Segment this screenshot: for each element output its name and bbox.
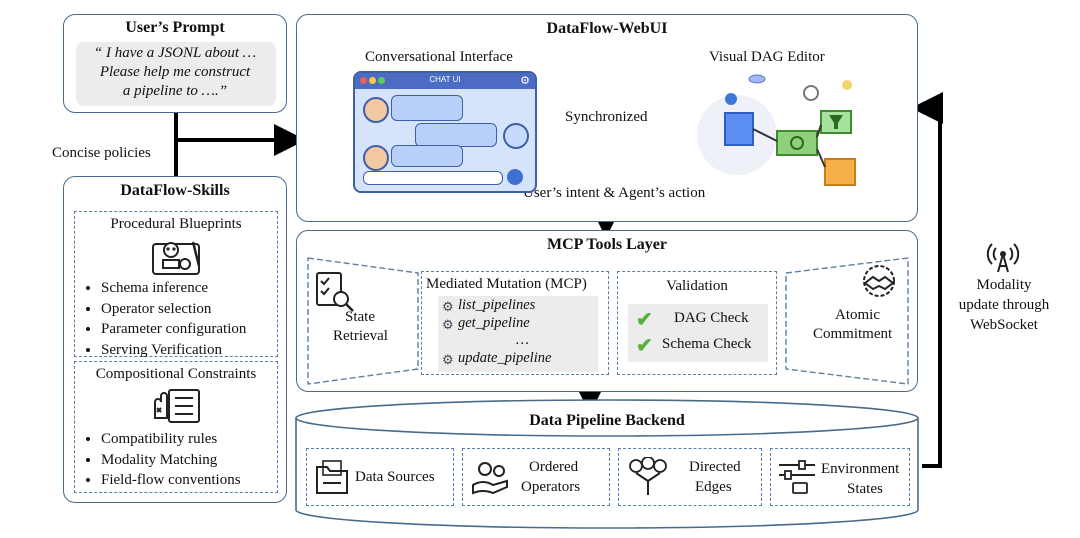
mcp-tools-layer-panel: MCP Tools Layer State Retrieval Mediated…: [296, 230, 918, 392]
backend-item-label: Environment: [821, 461, 900, 477]
tool-update-pipeline: update_pipeline: [458, 350, 552, 366]
backend-item-label: States: [847, 481, 883, 497]
compositional-constraints-title: Compositional Constraints: [95, 366, 257, 382]
intent-action-label: User’s intent & Agent’s action: [523, 185, 706, 201]
backend-item-environment-states: Environment States: [770, 448, 910, 506]
backend-title: Data Pipeline Backend: [529, 412, 685, 429]
user-avatar-icon: [363, 145, 389, 171]
state-retrieval-outline: [307, 257, 419, 385]
abc-edges-icon: [629, 457, 667, 495]
blueprint-item: Operator selection: [101, 299, 246, 320]
check-icon: ✔: [636, 335, 653, 357]
blueprint-item: Serving Verification: [101, 340, 246, 361]
window-min-dot-icon: [369, 77, 376, 84]
concise-policies-label: Concise policies: [52, 145, 151, 161]
backend-item-data-sources: Data Sources: [306, 448, 454, 506]
constraints-checklist-icon: [154, 389, 200, 423]
atomic-commitment-outline: [785, 257, 909, 385]
blueprint-item: Schema inference: [101, 278, 246, 299]
dag-editor-label: Visual DAG Editor: [709, 49, 825, 65]
tools-list-bg: [438, 296, 598, 372]
broadcast-antenna-icon: [986, 243, 1020, 273]
user-message-bubble: [391, 95, 463, 121]
dag-check-label: DAG Check: [674, 310, 749, 326]
backend-item-label: Operators: [521, 479, 581, 495]
backend-item-label: Data Sources: [355, 469, 435, 485]
state-retrieval-line-1: State: [345, 309, 375, 325]
tool-list-pipelines: list_pipelines: [458, 297, 536, 313]
chat-ui-titlebar: [355, 73, 535, 89]
procedural-blueprints-title: Procedural Blueprints: [110, 216, 242, 232]
handshake-gear-icon: [863, 265, 895, 297]
user-message-bubble: [391, 145, 463, 167]
dag-graph-illustration: [697, 74, 856, 186]
synchronized-label: Synchronized: [565, 109, 648, 125]
websocket-line-3: WebSocket: [970, 317, 1038, 333]
prompt-line-3: a pipeline to ….”: [122, 83, 228, 99]
wand-icon: ⚙: [442, 317, 454, 332]
constraint-item: Compatibility rules: [101, 429, 241, 450]
blueprints-list: Schema inference Operator selection Para…: [83, 278, 246, 360]
mcp-title: MCP Tools Layer: [546, 236, 667, 253]
atomic-line-1: Atomic: [835, 307, 880, 323]
chat-input-field: [363, 171, 503, 185]
sliders-icon: [779, 460, 815, 494]
window-close-dot-icon: [360, 77, 367, 84]
user-prompt-title: User’s Prompt: [125, 19, 225, 36]
prompt-bubble: [76, 42, 276, 106]
gear-icon: ⚙: [520, 75, 530, 87]
window-max-dot-icon: [378, 77, 385, 84]
wand-icon: ⚙: [442, 299, 454, 314]
dataflow-webui-panel: DataFlow-WebUI Conversational Interface …: [296, 14, 918, 222]
procedural-blueprints-box: Procedural Blueprints Schema inference O…: [74, 211, 278, 360]
schema-check-label: Schema Check: [662, 336, 752, 352]
gears-hand-icon: [472, 462, 508, 495]
prompt-line-2: Please help me construct: [99, 64, 251, 80]
backend-item-label: Ordered: [529, 459, 579, 475]
blueprint-item: Parameter configuration: [101, 319, 246, 340]
send-icon: [507, 169, 523, 185]
atomic-line-2: Commitment: [813, 326, 893, 342]
validation-title: Validation: [666, 278, 728, 294]
check-icon: ✔: [636, 309, 653, 331]
user-avatar-icon: [363, 97, 389, 123]
checks-bg: [628, 304, 768, 362]
user-prompt-panel: User’s Prompt “ I have a JSONL about … P…: [63, 14, 287, 113]
mediated-mutation-title: Mediated Mutation (MCP): [426, 276, 587, 292]
constraint-item: Modality Matching: [101, 450, 241, 471]
prompt-line-1: “ I have a JSONL about …: [93, 45, 257, 61]
state-retrieval-line-2: Retrieval: [333, 328, 388, 344]
backend-cylinder: [295, 399, 919, 529]
robot-avatar-icon: [503, 123, 529, 149]
websocket-line-1: Modality: [976, 277, 1032, 293]
backend-item-ordered-operators: Ordered Operators: [462, 448, 610, 506]
state-retrieval-icon: [316, 272, 354, 312]
webui-title: DataFlow-WebUI: [546, 20, 668, 37]
dataflow-skills-panel: DataFlow-Skills Procedural Blueprints Sc…: [63, 176, 287, 503]
backend-item-label: Edges: [695, 479, 732, 495]
chat-ui-window: CHAT UI ⚙: [353, 71, 537, 193]
mediated-mutation-box: Mediated Mutation (MCP) ⚙ list_pipelines…: [421, 271, 609, 375]
tool-get-pipeline: get_pipeline: [458, 315, 530, 331]
bot-message-bubble: [415, 123, 497, 147]
tool-ellipsis: …: [516, 332, 529, 348]
wand-icon: ⚙: [442, 352, 454, 367]
validation-box: Validation ✔ DAG Check ✔ Schema Check: [617, 271, 777, 375]
chat-ui-title: CHAT UI: [429, 75, 461, 84]
websocket-line-2: update through: [958, 297, 1050, 313]
backend-item-directed-edges: Directed Edges: [618, 448, 762, 506]
backend-item-label: Directed: [689, 459, 741, 475]
dataflow-skills-title: DataFlow-Skills: [120, 182, 230, 199]
constraints-list: Compatibility rules Modality Matching Fi…: [83, 429, 241, 491]
constraint-item: Field-flow conventions: [101, 470, 241, 491]
compositional-constraints-box: Compositional Constraints Compatibility …: [74, 361, 278, 493]
blueprint-robot-icon: [152, 241, 201, 275]
folder-icon: [316, 460, 348, 494]
chat-interface-label: Conversational Interface: [365, 49, 513, 65]
